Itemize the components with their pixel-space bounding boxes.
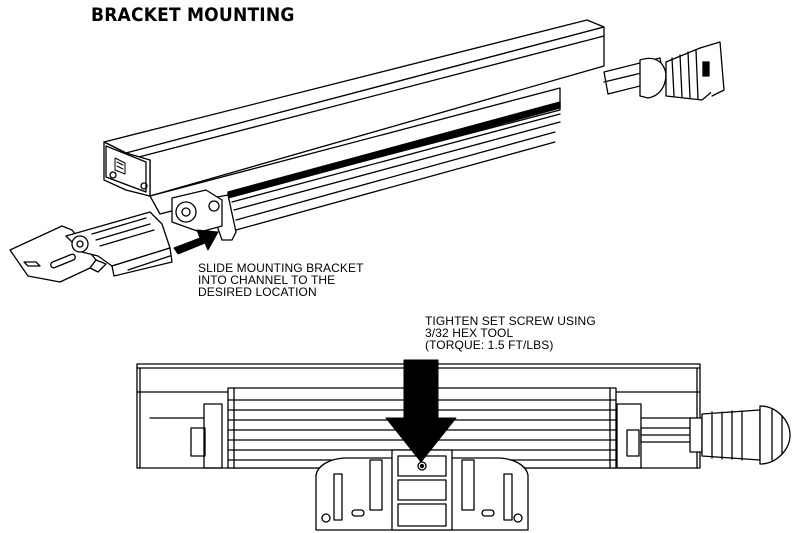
tighten-screw-callout: TIGHTEN SET SCREW USING 3/32 HEX TOOL (T… (425, 315, 596, 351)
isometric-mounting-bracket (9, 211, 173, 283)
cable-connector-icon (639, 41, 725, 101)
fixture-lens (149, 87, 561, 215)
front-fixture-view (136, 363, 791, 531)
page-title: BRACKET MOUNTING (91, 4, 295, 26)
callout-line: INTO CHANNEL TO THE (198, 273, 336, 287)
set-screw-housing (171, 189, 223, 233)
isometric-fixture-view (103, 19, 725, 241)
tighten-screw-arrow (385, 359, 457, 463)
slide-direction-arrow (173, 229, 219, 255)
front-cable-connector-icon (640, 405, 791, 465)
callout-line: SLIDE MOUNTING BRACKET (198, 261, 364, 275)
end-cap-logo-icon (114, 157, 126, 175)
callout-line: DESIRED LOCATION (198, 285, 317, 299)
slide-bracket-callout: SLIDE MOUNTING BRACKET INTO CHANNEL TO T… (198, 262, 364, 298)
front-mounting-bracket (315, 449, 529, 531)
callout-line: TIGHTEN SET SCREW USING (425, 314, 596, 328)
callout-line: (TORQUE: 1.5 FT/LBS) (425, 338, 554, 352)
callout-line: 3/32 HEX TOOL (425, 326, 514, 340)
